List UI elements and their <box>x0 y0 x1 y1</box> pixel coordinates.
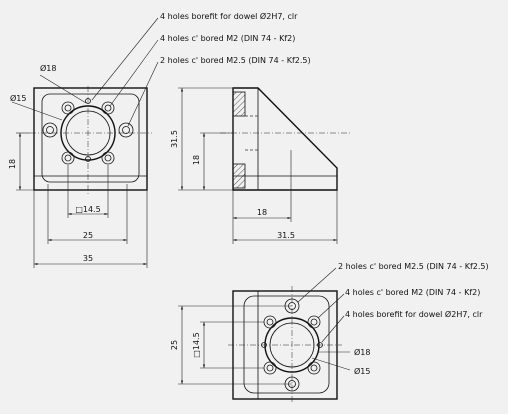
top-dia15-label: Ø15 <box>354 366 370 376</box>
front-view: Ø18 Ø15 18 □14.5 25 35 <box>8 17 159 268</box>
side-section-top <box>232 91 246 117</box>
top-dia18-label: Ø18 <box>354 347 370 357</box>
side-h315-label: 31.5 <box>170 130 179 148</box>
front-inner-recess <box>41 93 140 183</box>
bottom-m2-leader <box>317 293 345 319</box>
top-sq145-label: □14.5 <box>192 332 201 357</box>
top-dia15-leader <box>311 357 351 371</box>
bottom-dowel-leader <box>321 315 345 343</box>
dia15-leader <box>11 101 63 121</box>
m25-note-leader <box>127 61 159 127</box>
front-height18-label: 18 <box>8 159 17 169</box>
top-inner-recess <box>243 295 330 394</box>
dia18-leader <box>39 74 87 104</box>
front-outline <box>33 87 148 191</box>
bottom-note-dowel-holes: 4 holes borefit for dowel Ø2H7, clr <box>345 309 483 319</box>
side-w18-label: 18 <box>257 208 267 217</box>
bottom-note-m2-holes: 4 holes c' bored M2 (DIN 74 - Kf2) <box>345 288 480 297</box>
side-w315-label: 31.5 <box>277 231 295 240</box>
note-m25-holes: 2 holes c' bored M2.5 (DIN 74 - Kf2.5) <box>160 56 311 65</box>
front-w25-label: 25 <box>83 231 93 240</box>
front-sq145-label: □14.5 <box>75 205 100 214</box>
note-dowel-holes: 4 holes borefit for dowel Ø2H7, clr <box>160 11 298 21</box>
front-w35-label: 35 <box>83 254 93 263</box>
top-h25-label: 25 <box>170 340 179 350</box>
note-m2-holes: 4 holes c' bored M2 (DIN 74 - Kf2) <box>160 34 295 43</box>
side-outline <box>232 87 338 191</box>
front-m25-holes <box>42 122 134 138</box>
side-section-bottom <box>232 163 246 189</box>
front-m2-holes <box>61 101 115 165</box>
front-dia15-label: Ø15 <box>10 93 26 103</box>
front-dia18-label: Ø18 <box>40 63 56 73</box>
top-view: 25 □14.5 Ø18 Ø15 <box>170 267 370 404</box>
dowel-note-leader <box>91 17 159 101</box>
side-view: 31.5 18 18 31.5 <box>170 87 350 244</box>
bottom-note-m25-holes: 2 holes c' bored M2.5 (DIN 74 - Kf2.5) <box>338 262 489 271</box>
m2-note-leader <box>109 39 159 107</box>
side-h18-label: 18 <box>192 155 201 165</box>
bottom-m25-leader <box>297 267 337 303</box>
